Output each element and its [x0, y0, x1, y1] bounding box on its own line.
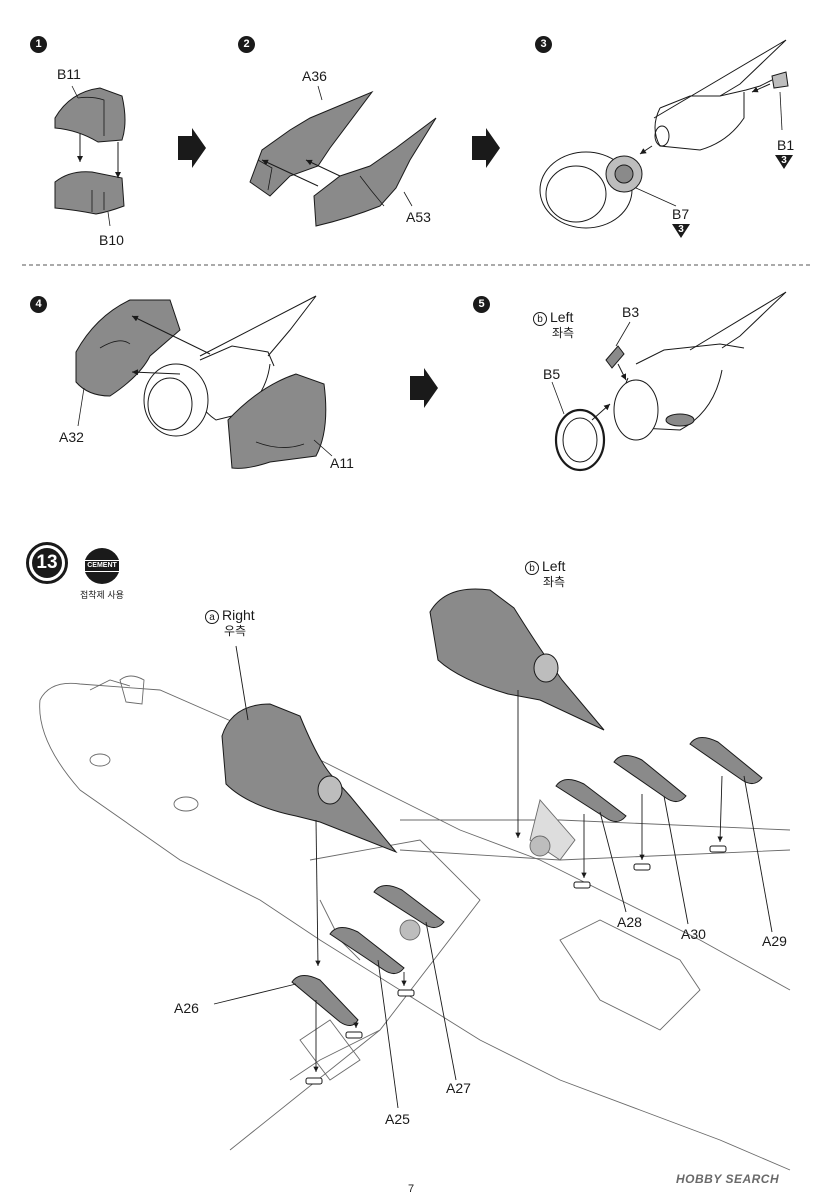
sprue-ref-b7: 3: [678, 224, 684, 235]
part-a32-shape: [75, 299, 181, 397]
cement-icon: CEMENT: [84, 548, 120, 584]
step-13-number: 13: [32, 548, 62, 578]
sprue-ref-b1: 3: [781, 155, 787, 166]
part-label-a36: A36: [302, 68, 327, 84]
side-label-left-13: Left: [542, 558, 566, 574]
side-label-right-ko: 우측: [224, 624, 247, 638]
part-label-a25: A25: [385, 1111, 410, 1127]
part-label-a29: A29: [762, 933, 787, 949]
part-label-a32: A32: [59, 429, 84, 445]
watermark-text: HOBBY SEARCH: [676, 1172, 780, 1186]
part-label-b1: B1: [777, 137, 795, 153]
page-number: 7: [408, 1183, 415, 1195]
mount-tabs: [305, 845, 727, 1085]
part-label-b7: B7: [672, 206, 690, 222]
side-label-left-ko: 좌측: [552, 326, 575, 340]
part-a11-shape: [227, 373, 327, 469]
part-label-a11: A11: [330, 455, 354, 471]
side-mark-a: a: [205, 610, 219, 624]
part-label-a30: A30: [681, 926, 706, 942]
step-3-number: 3: [535, 36, 552, 53]
part-label-a26: A26: [174, 1000, 199, 1016]
leader-lines: [213, 645, 773, 1109]
aircraft-fuselage: [39, 675, 791, 1171]
side-label-right: Right: [222, 607, 255, 623]
part-b3-shape: [605, 345, 625, 369]
cement-label: CEMENT: [85, 561, 119, 571]
part-label-a53: A53: [406, 209, 431, 225]
cement-label-ko: 접착제 사용: [80, 590, 124, 600]
side-mark-b: b: [525, 561, 539, 575]
next-step-arrow: [178, 128, 206, 168]
engine-assembly-step4: [143, 295, 317, 437]
engine-assembly-step5: [554, 291, 787, 472]
part-label-b11: B11: [57, 66, 81, 82]
step-13-badge: 13: [26, 542, 68, 584]
part-label-a28: A28: [617, 914, 642, 930]
part-label-b5: B5: [543, 366, 561, 382]
side-label-left: Left: [550, 309, 574, 325]
next-step-arrow: [410, 368, 438, 408]
side-mark-b: b: [533, 312, 547, 326]
next-step-arrow: [472, 128, 500, 168]
step-4-number: 4: [30, 296, 47, 313]
engine-assembly-step3: [539, 39, 789, 229]
part-a53-shape: [313, 117, 437, 227]
part-label-b10: B10: [99, 232, 124, 248]
sprue-ref-triangle: [672, 224, 690, 238]
part-label-b3: B3: [622, 304, 640, 320]
sprue-ref-triangle: [775, 155, 793, 169]
engine-nacelle-right: [221, 703, 398, 854]
side-label-left-13-ko: 좌측: [543, 575, 566, 589]
step-1-number: 1: [30, 36, 47, 53]
engine-nacelle-left: [429, 588, 605, 731]
part-b11-shape: [54, 87, 126, 143]
part-b10-shape: [54, 171, 125, 215]
step-5-number: 5: [473, 296, 490, 313]
step-2-number: 2: [238, 36, 255, 53]
part-label-a27: A27: [446, 1080, 471, 1096]
fairing-parts: [291, 737, 763, 1026]
